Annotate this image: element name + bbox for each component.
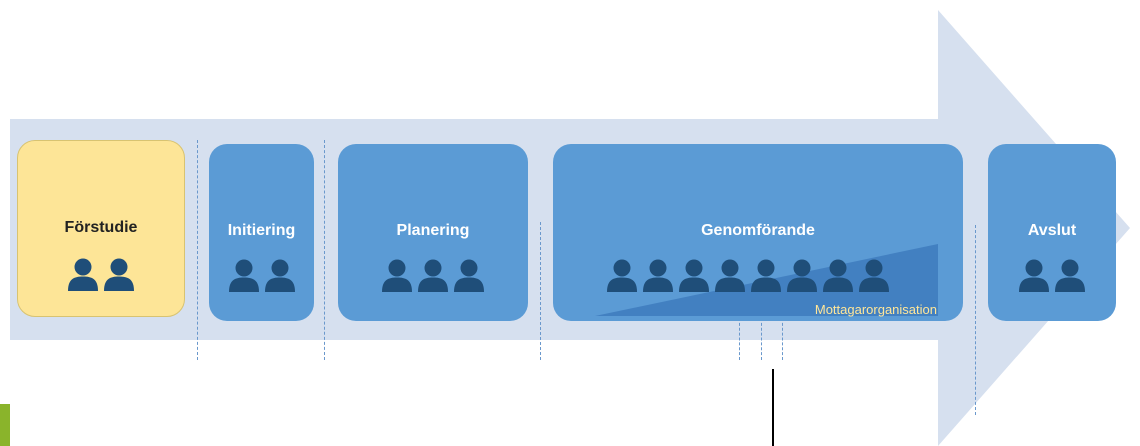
phase-title: Planering: [396, 222, 470, 239]
phase-title: Avslut: [1027, 222, 1077, 239]
phase-people: [988, 258, 1116, 297]
phase-divider: [761, 318, 762, 360]
person-icon: [714, 258, 746, 292]
person-icon: [750, 258, 782, 292]
person-icon: [381, 258, 413, 292]
person-icon: [264, 258, 296, 292]
phase-divider: [197, 140, 198, 360]
phase-planering: Planering: [338, 144, 528, 321]
person-icon: [228, 258, 260, 292]
recipient-org-label: Mottagarorganisation: [814, 302, 937, 317]
phase-title: Genomförande: [701, 222, 815, 239]
phase-forstudie: Förstudie: [17, 140, 185, 317]
phase-avslut: Avslut: [988, 144, 1116, 321]
phase-genomforande: Genomförande Mottagarorganisation: [553, 144, 963, 321]
person-icon: [642, 258, 674, 292]
person-icon: [822, 258, 854, 292]
phase-people: [209, 258, 314, 297]
phase-divider: [782, 318, 783, 360]
phase-people: [338, 258, 528, 297]
person-icon: [786, 258, 818, 292]
person-icon: [67, 257, 99, 291]
phase-divider: [975, 225, 976, 415]
person-icon: [606, 258, 638, 292]
corner-block: [0, 404, 10, 446]
person-icon: [1018, 258, 1050, 292]
phase-title: Initiering: [227, 222, 296, 239]
person-icon: [1054, 258, 1086, 292]
phase-divider: [540, 222, 541, 360]
phase-divider: [324, 140, 325, 360]
person-icon: [678, 258, 710, 292]
phase-initiering: Initiering: [209, 144, 314, 321]
phase-people: [553, 258, 963, 297]
person-icon: [417, 258, 449, 292]
person-icon: [453, 258, 485, 292]
person-icon: [858, 258, 890, 292]
phase-people: [18, 257, 184, 296]
phase-title: Förstudie: [64, 219, 138, 236]
phase-divider: [739, 318, 740, 360]
person-icon: [103, 257, 135, 291]
